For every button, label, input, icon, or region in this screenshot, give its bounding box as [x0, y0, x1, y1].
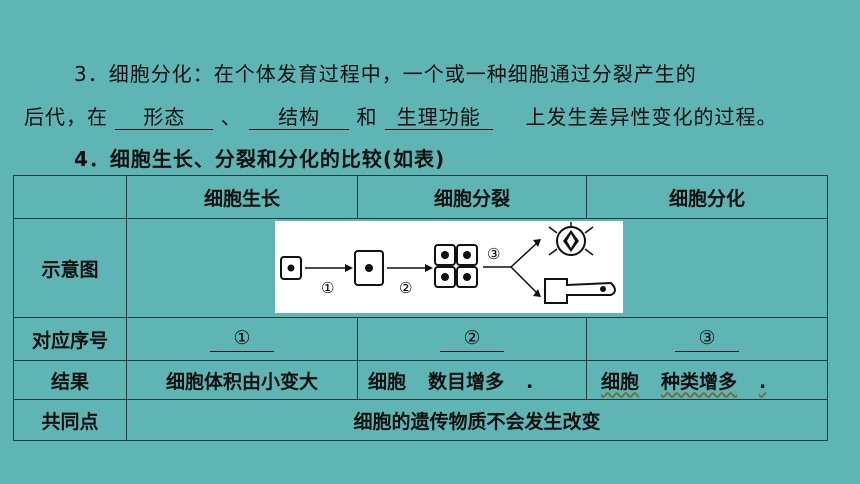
arrow-3a-icon — [510, 242, 538, 268]
order-differentiation: ③ — [586, 317, 828, 361]
header-differentiation: 细胞分化 — [586, 175, 828, 219]
result-differentiation: 细胞 种类增多 . — [586, 360, 828, 400]
header-division: 细胞分裂 — [357, 175, 587, 219]
order-row: 对应序号 ① ② ③ — [13, 317, 828, 361]
para3-line1: 3．细胞分化：在个体发育过程中，一个或一种细胞通过分裂产生的 — [74, 62, 697, 86]
para3-line2-prefix: 后代，在 — [24, 105, 108, 129]
order-diff-value: ③ — [698, 326, 716, 349]
para4-heading: 4．细胞生长、分裂和分化的比较(如表) — [74, 147, 446, 171]
cell-process-diagram: ① ② — [275, 221, 623, 313]
header-empty — [13, 175, 127, 219]
common-row-label: 共同点 — [13, 399, 127, 441]
separator-1: 、 — [220, 105, 242, 129]
order-division-value: ② — [463, 326, 481, 349]
result-diff-blank: 种类增多 — [661, 370, 738, 393]
divided-cells-icon — [434, 244, 478, 288]
result-growth: 细胞体积由小变大 — [126, 360, 358, 400]
comparison-table: 细胞生长 细胞分裂 细胞分化 示意图 ① ② — [13, 175, 828, 441]
result-row: 结果 细胞体积由小变大 细胞数目增多. 细胞 种类增多 . — [13, 360, 828, 400]
common-row: 共同点 细胞的遗传物质不会发生改变 — [13, 399, 828, 441]
result-division-period: . — [526, 370, 534, 393]
cell-diagram-svg: ① ② — [280, 222, 616, 304]
arrow-3b-icon — [510, 266, 538, 294]
result-division-blank: 数目增多 — [428, 370, 505, 393]
header-row: 细胞生长 细胞分裂 细胞分化 — [13, 175, 828, 219]
para3-line2-suffix: 上发生差异性变化的过程。 — [525, 105, 778, 129]
blank-shape: 形态 — [115, 105, 214, 130]
header-growth: 细胞生长 — [126, 175, 358, 219]
result-row-label: 结果 — [13, 360, 127, 400]
elongated-cell-icon — [544, 278, 616, 304]
diagram-row: 示意图 ① ② — [13, 218, 828, 318]
step-1-label: ① — [321, 279, 334, 297]
separator-2: 和 — [356, 105, 378, 129]
order-division: ② — [357, 317, 587, 361]
order-row-label: 对应序号 — [13, 317, 127, 361]
order-growth-value: ① — [233, 326, 251, 349]
result-division: 细胞数目增多. — [357, 360, 587, 400]
blank-structure: 结构 — [249, 105, 350, 130]
para3-line2: 后代，在 形态 、 结构 和 生理功能 上发生差异性变化的过程。 — [24, 101, 778, 130]
step-3-label: ③ — [487, 245, 500, 263]
step-2-label: ② — [399, 279, 412, 297]
diagram-row-label: 示意图 — [13, 218, 127, 318]
result-division-prefix: 细胞 — [368, 370, 407, 393]
blank-function: 生理功能 — [384, 105, 493, 130]
diagram-cell: ① ② — [126, 218, 828, 318]
result-diff-period: . — [759, 370, 767, 393]
result-diff-prefix: 细胞 — [601, 370, 640, 393]
order-growth: ① — [126, 317, 358, 361]
neuron-cell-icon — [548, 222, 594, 256]
common-value: 细胞的遗传物质不会发生改变 — [126, 399, 828, 441]
